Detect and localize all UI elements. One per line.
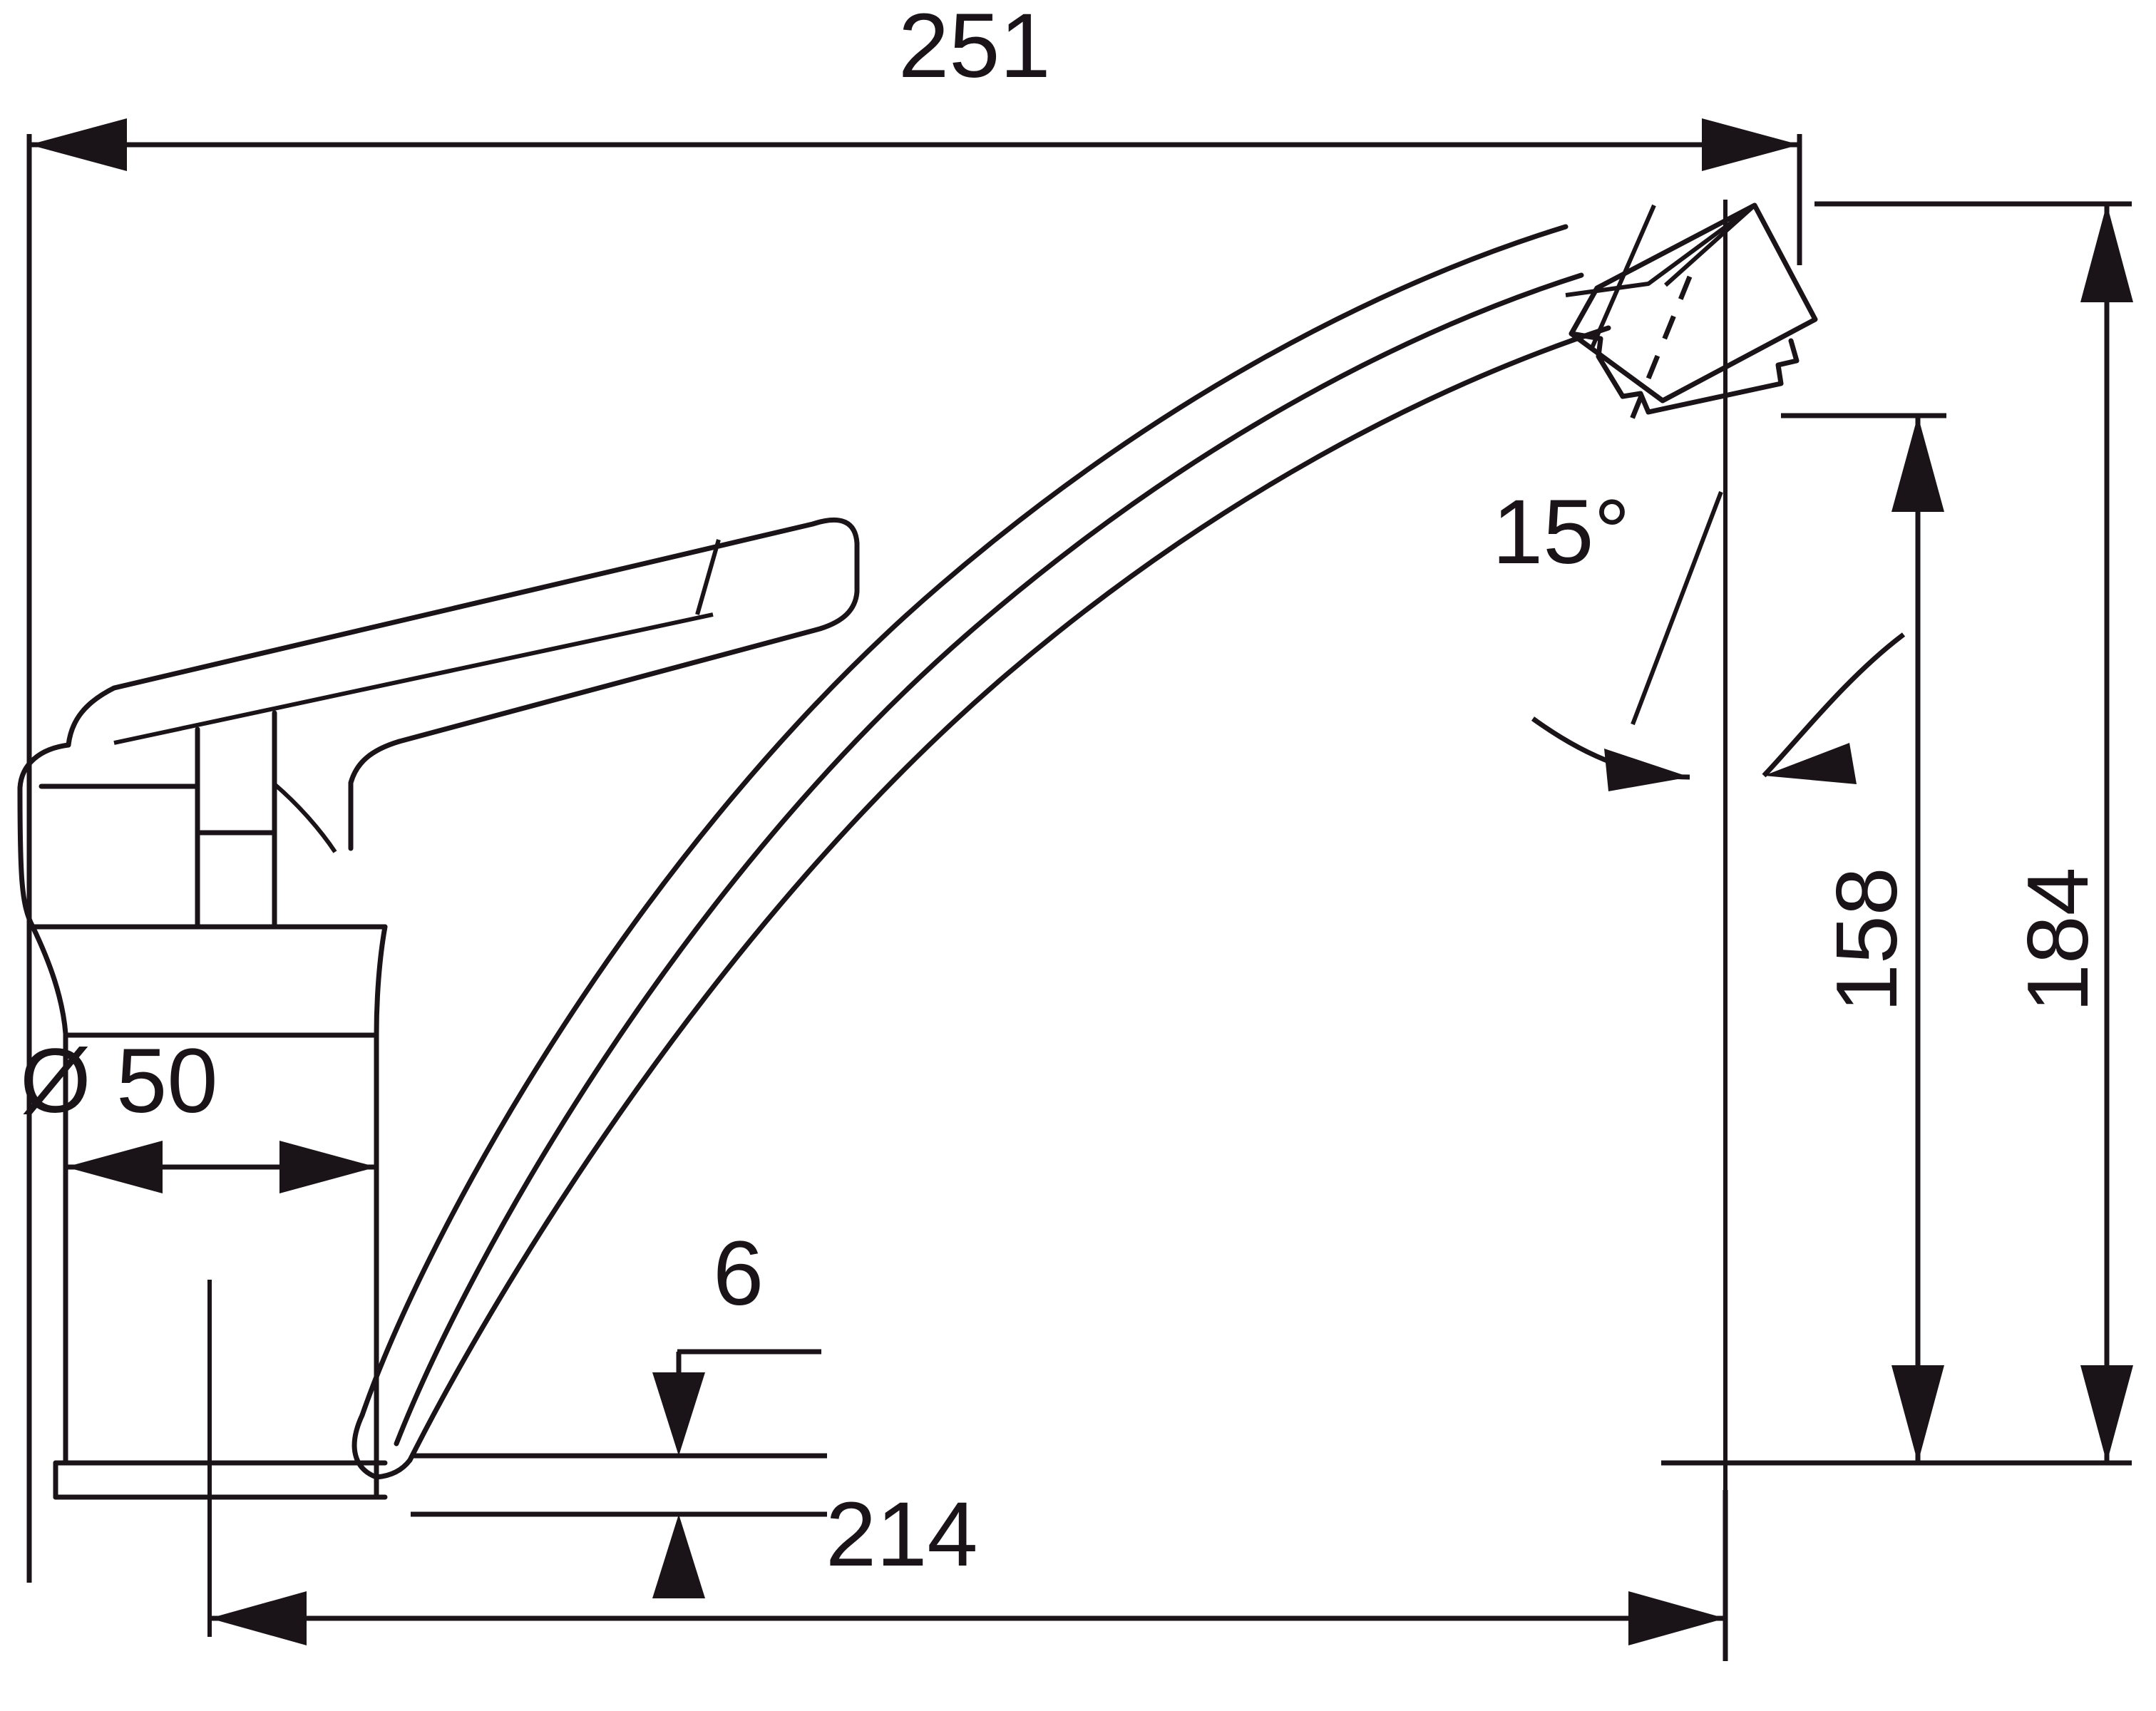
- dim-label-6: 6: [713, 1223, 764, 1325]
- lever-crease-line: [113, 612, 714, 745]
- angle-arc-right: [1762, 632, 1906, 778]
- collar-left-curve: [30, 924, 68, 1037]
- arrowhead-left-251: [29, 118, 127, 171]
- dim-label-d50: Ø 50: [20, 1030, 218, 1132]
- lever-front-drop: [348, 739, 402, 851]
- cap-left-round: [17, 742, 71, 791]
- dim-label-251: 251: [898, 0, 1051, 97]
- spout-middle-arc: [394, 272, 1584, 1447]
- dim-label-15-deg: 15°: [1492, 481, 1631, 583]
- dimension-spout-projection: 214: [210, 1484, 1728, 1661]
- aerator-outlet: [1565, 202, 1818, 429]
- dimension-overall-reach: 251: [26, 0, 1802, 1583]
- spout-nose-round: [351, 1412, 413, 1480]
- spout-upper-arc: [359, 224, 1569, 1418]
- arrowhead-bottom-158: [1891, 1365, 1944, 1463]
- aerator-axis-dashed: [1626, 275, 1693, 429]
- aerator-inner-chamfer-a: [1565, 203, 1756, 297]
- spout-lower-arc: [407, 325, 1611, 1463]
- arrowhead-left-214: [210, 1591, 307, 1645]
- faucet-body: [17, 202, 1818, 1500]
- aerator-collar-top-edge: [1661, 317, 1817, 403]
- base-cylinder: [53, 1032, 388, 1500]
- dimension-outlet-angle: 15°: [1492, 481, 1906, 791]
- centrelines: [207, 200, 1728, 1637]
- angle-tilted-leg: [1631, 490, 1723, 726]
- arrowhead-left-d50: [66, 1141, 163, 1193]
- arrowhead-angle-right: [1764, 743, 1857, 784]
- dim-label-184: 184: [2009, 867, 2106, 1012]
- arrowhead-offset-top: [652, 1372, 705, 1456]
- spout-arc: [351, 224, 1611, 1480]
- dimension-outlet-offset: 6: [411, 1223, 827, 1598]
- arrowhead-right-251: [1702, 118, 1800, 171]
- dim-label-158: 158: [1818, 867, 1915, 1012]
- arrowhead-offset-bottom: [652, 1514, 705, 1598]
- cap-bottom-edge: [17, 785, 388, 930]
- dimension-overall-height: 184: [1661, 201, 2133, 1466]
- arrowhead-top-184: [2080, 204, 2133, 302]
- lever-upper-surface: [66, 517, 860, 748]
- dim-label-214: 214: [826, 1484, 978, 1586]
- arrowhead-right-d50: [279, 1141, 376, 1193]
- collar-right-curve: [374, 924, 388, 1038]
- cap-inner-fillet: [273, 782, 337, 853]
- arrowhead-bottom-184: [2080, 1365, 2133, 1463]
- neck-collar: [30, 924, 388, 1038]
- aerator-lower-collar: [1569, 331, 1800, 415]
- arrowhead-top-158: [1891, 416, 1944, 512]
- lever-tip-divider: [695, 539, 721, 615]
- lever-handle: [17, 517, 860, 930]
- aerator-axis-upper: [1589, 204, 1656, 351]
- dimension-spout-outlet-height: 158: [1781, 413, 1946, 1463]
- arrowhead-right-214: [1628, 1591, 1725, 1645]
- dimension-base-diameter: Ø 50: [20, 1030, 376, 1193]
- aerator-inner-chamfer-b: [1663, 203, 1757, 287]
- arrowhead-angle-left: [1604, 749, 1690, 791]
